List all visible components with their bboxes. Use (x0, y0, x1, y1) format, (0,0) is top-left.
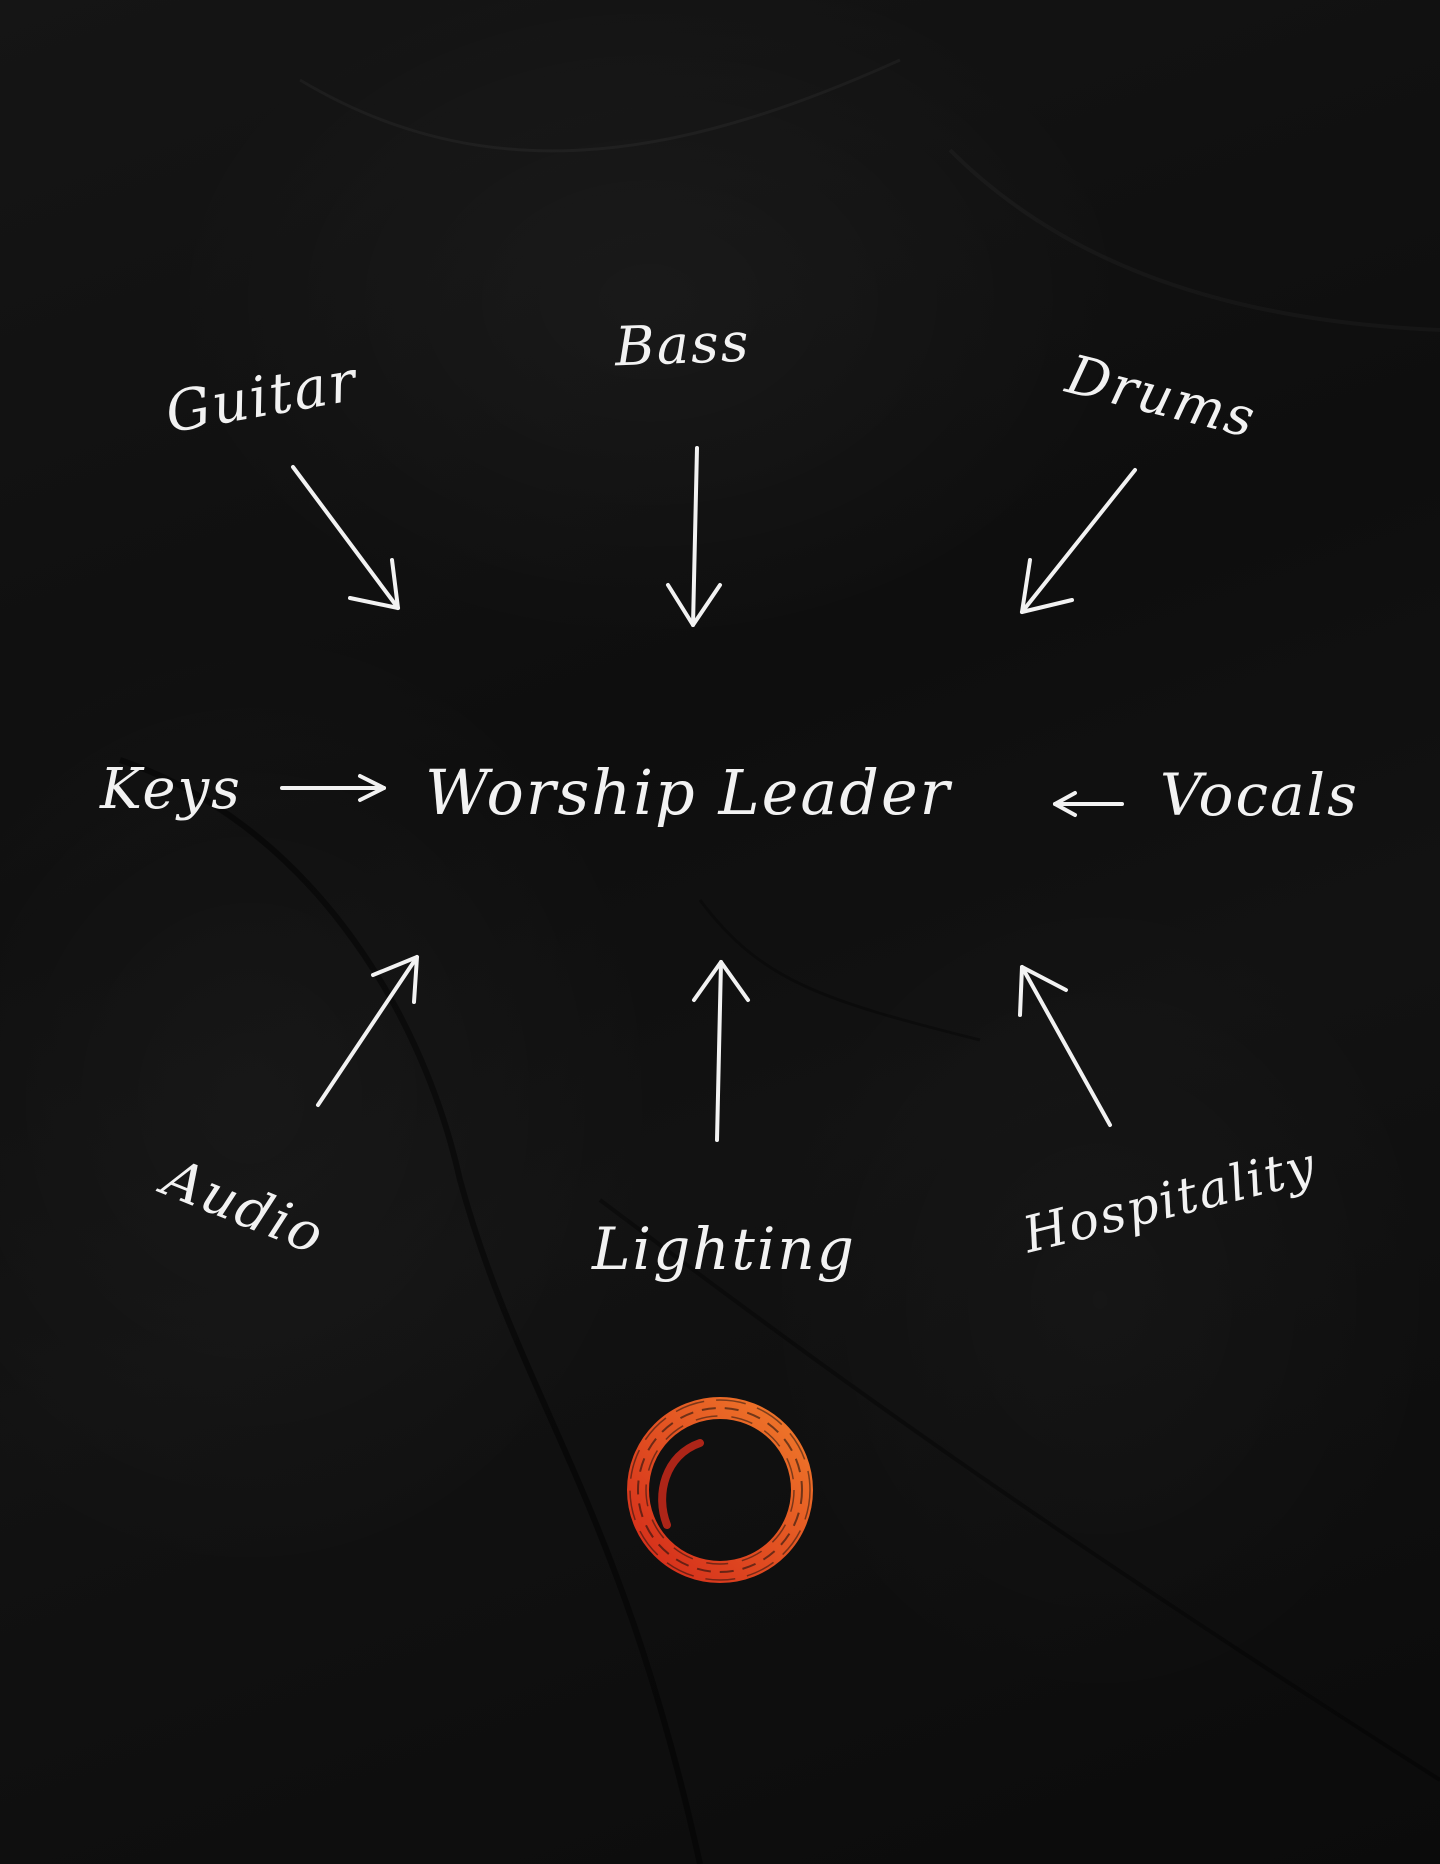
arrow-guitar-to-leader (291, 465, 400, 610)
arrow-bass-to-leader (666, 446, 722, 627)
arrow-audio-to-leader (316, 955, 419, 1107)
role-keys: Keys (100, 757, 242, 822)
arrow-hospitality-to-leader (1018, 965, 1112, 1127)
arrow-vocals-to-leader (1053, 791, 1124, 817)
arrow-keys-to-leader (280, 774, 386, 802)
role-lighting: Lighting (592, 1215, 856, 1283)
arrow-drums-to-leader (1020, 468, 1137, 614)
arrow-lighting-to-leader (692, 960, 750, 1142)
role-vocals: Vocals (1160, 761, 1359, 829)
center-worship-leader: Worship Leader (425, 756, 952, 829)
orange-brush-circle-logo (627, 1397, 813, 1583)
